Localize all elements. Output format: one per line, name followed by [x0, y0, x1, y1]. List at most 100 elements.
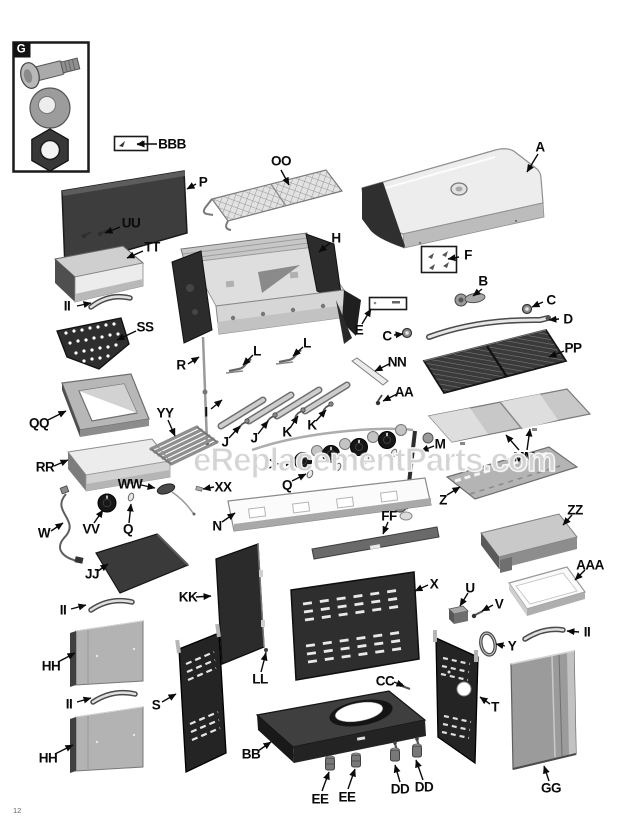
part-uu-screws [81, 229, 108, 239]
part-ff-trim-bar [311, 526, 440, 560]
part-u-block [448, 605, 469, 624]
part-jj-heat-plate [95, 533, 190, 594]
knob-icon [350, 438, 368, 456]
callout-k-2: K [307, 417, 317, 433]
part-zz-shelf [480, 513, 578, 573]
nut-icon [31, 128, 69, 172]
part-ee-casters [325, 752, 361, 771]
callout-ee-2: EE [338, 789, 356, 805]
callout-nn: NN [387, 354, 407, 370]
part-gg-door-panel [510, 650, 577, 770]
part-v-screw [471, 610, 484, 619]
callout-h: H [331, 230, 341, 246]
callout-vv: VV [82, 521, 100, 537]
caster-icon [390, 741, 400, 762]
part-i-burner-tubes [217, 381, 351, 430]
part-hh-door-1 [70, 620, 144, 687]
part-g-hardware-inset [12, 41, 90, 173]
part-x-back-panel [290, 571, 420, 681]
callout-j-2: J [250, 430, 258, 446]
part-ww-igniter [156, 483, 196, 516]
callout-ii-1: II [63, 298, 71, 314]
knob-icon [322, 445, 340, 463]
part-pp-cooking-grates [422, 328, 568, 395]
callout-x: X [429, 576, 439, 592]
callout-tt: TT [144, 239, 160, 255]
callout-bbb: BBB [158, 136, 186, 152]
caster-icon [325, 755, 335, 771]
page-number: 12 [13, 806, 22, 815]
part-hh-door-2 [70, 706, 144, 773]
callout-rr: RR [35, 459, 55, 475]
callout-z: Z [439, 492, 447, 508]
callout-s: S [151, 697, 161, 713]
part-q-clips-row [306, 448, 398, 479]
callout-ii-4: II [65, 696, 73, 712]
part-bb-base [255, 690, 427, 763]
callout-c-1: C [546, 292, 556, 308]
part-mm-drip-trays [427, 388, 592, 445]
callout-o: O [263, 456, 275, 472]
part-h-firebox [171, 232, 361, 344]
callout-jj: JJ [84, 566, 100, 582]
callout-q-2: Q [122, 521, 134, 537]
callout-ll: LL [252, 671, 268, 687]
part-xx-clip [195, 485, 203, 492]
callout-uu: UU [121, 215, 141, 231]
callout-hh-1: HH [41, 658, 61, 674]
callout-ii-2: II [583, 624, 591, 640]
part-vv-knob [97, 493, 117, 513]
part-r-rod [201, 336, 209, 445]
part-qq-frame [61, 373, 150, 437]
callout-ff: FF [381, 508, 397, 524]
knob-icon [378, 431, 396, 449]
part-cc-screw [399, 683, 411, 691]
callout-aa: AA [394, 384, 414, 400]
callout-zz: ZZ [567, 502, 583, 518]
callout-c-2: C [382, 328, 392, 344]
callout-i: I [204, 404, 208, 420]
callout-oo: OO [270, 153, 292, 169]
part-a-lid [361, 148, 545, 249]
callout-cc: CC [375, 673, 395, 689]
part-e-nameplate [368, 296, 408, 311]
callout-g: G [16, 43, 26, 56]
part-b-bushing [454, 292, 486, 307]
part-ss-basket [56, 317, 130, 370]
callout-qq: QQ [28, 415, 50, 431]
callout-mm: MM [513, 449, 535, 465]
callout-k-1: K [282, 424, 292, 440]
callout-dd-1: DD [390, 781, 410, 797]
callout-m: M [434, 436, 446, 452]
part-o-control-knobs [294, 424, 407, 470]
caster-icon [351, 752, 361, 768]
washer-icon [29, 87, 71, 129]
callout-ee-1: EE [311, 791, 329, 807]
part-y-grommet [479, 631, 497, 657]
callout-ww: WW [117, 476, 143, 492]
part-rr-drip-pan [67, 438, 171, 492]
part-ii-handle-right [522, 626, 566, 642]
part-k-clip-2 [322, 401, 334, 413]
callout-u: U [465, 580, 475, 596]
part-p-heat-shield [61, 170, 188, 269]
callout-ss: SS [136, 319, 154, 335]
part-q-clip-left [127, 492, 135, 502]
callout-yy: YY [156, 405, 174, 421]
callout-t: T [491, 699, 499, 715]
callout-e: E [354, 322, 364, 338]
part-ii-handle-left-2 [90, 689, 138, 705]
watermark: eReplacementParts.com [192, 440, 557, 478]
part-f-screw-pack [420, 245, 458, 274]
callout-p: P [198, 174, 208, 190]
callout-v: V [494, 596, 504, 612]
callout-r: R [176, 357, 186, 373]
callout-dd-2: DD [414, 779, 434, 795]
part-c-washer-2 [401, 327, 413, 339]
callout-xx: XX [214, 479, 232, 495]
callout-l-1: L [253, 343, 261, 359]
part-aaa-tray [508, 566, 586, 616]
bolt-icon [20, 57, 81, 89]
callout-y: Y [507, 638, 517, 654]
